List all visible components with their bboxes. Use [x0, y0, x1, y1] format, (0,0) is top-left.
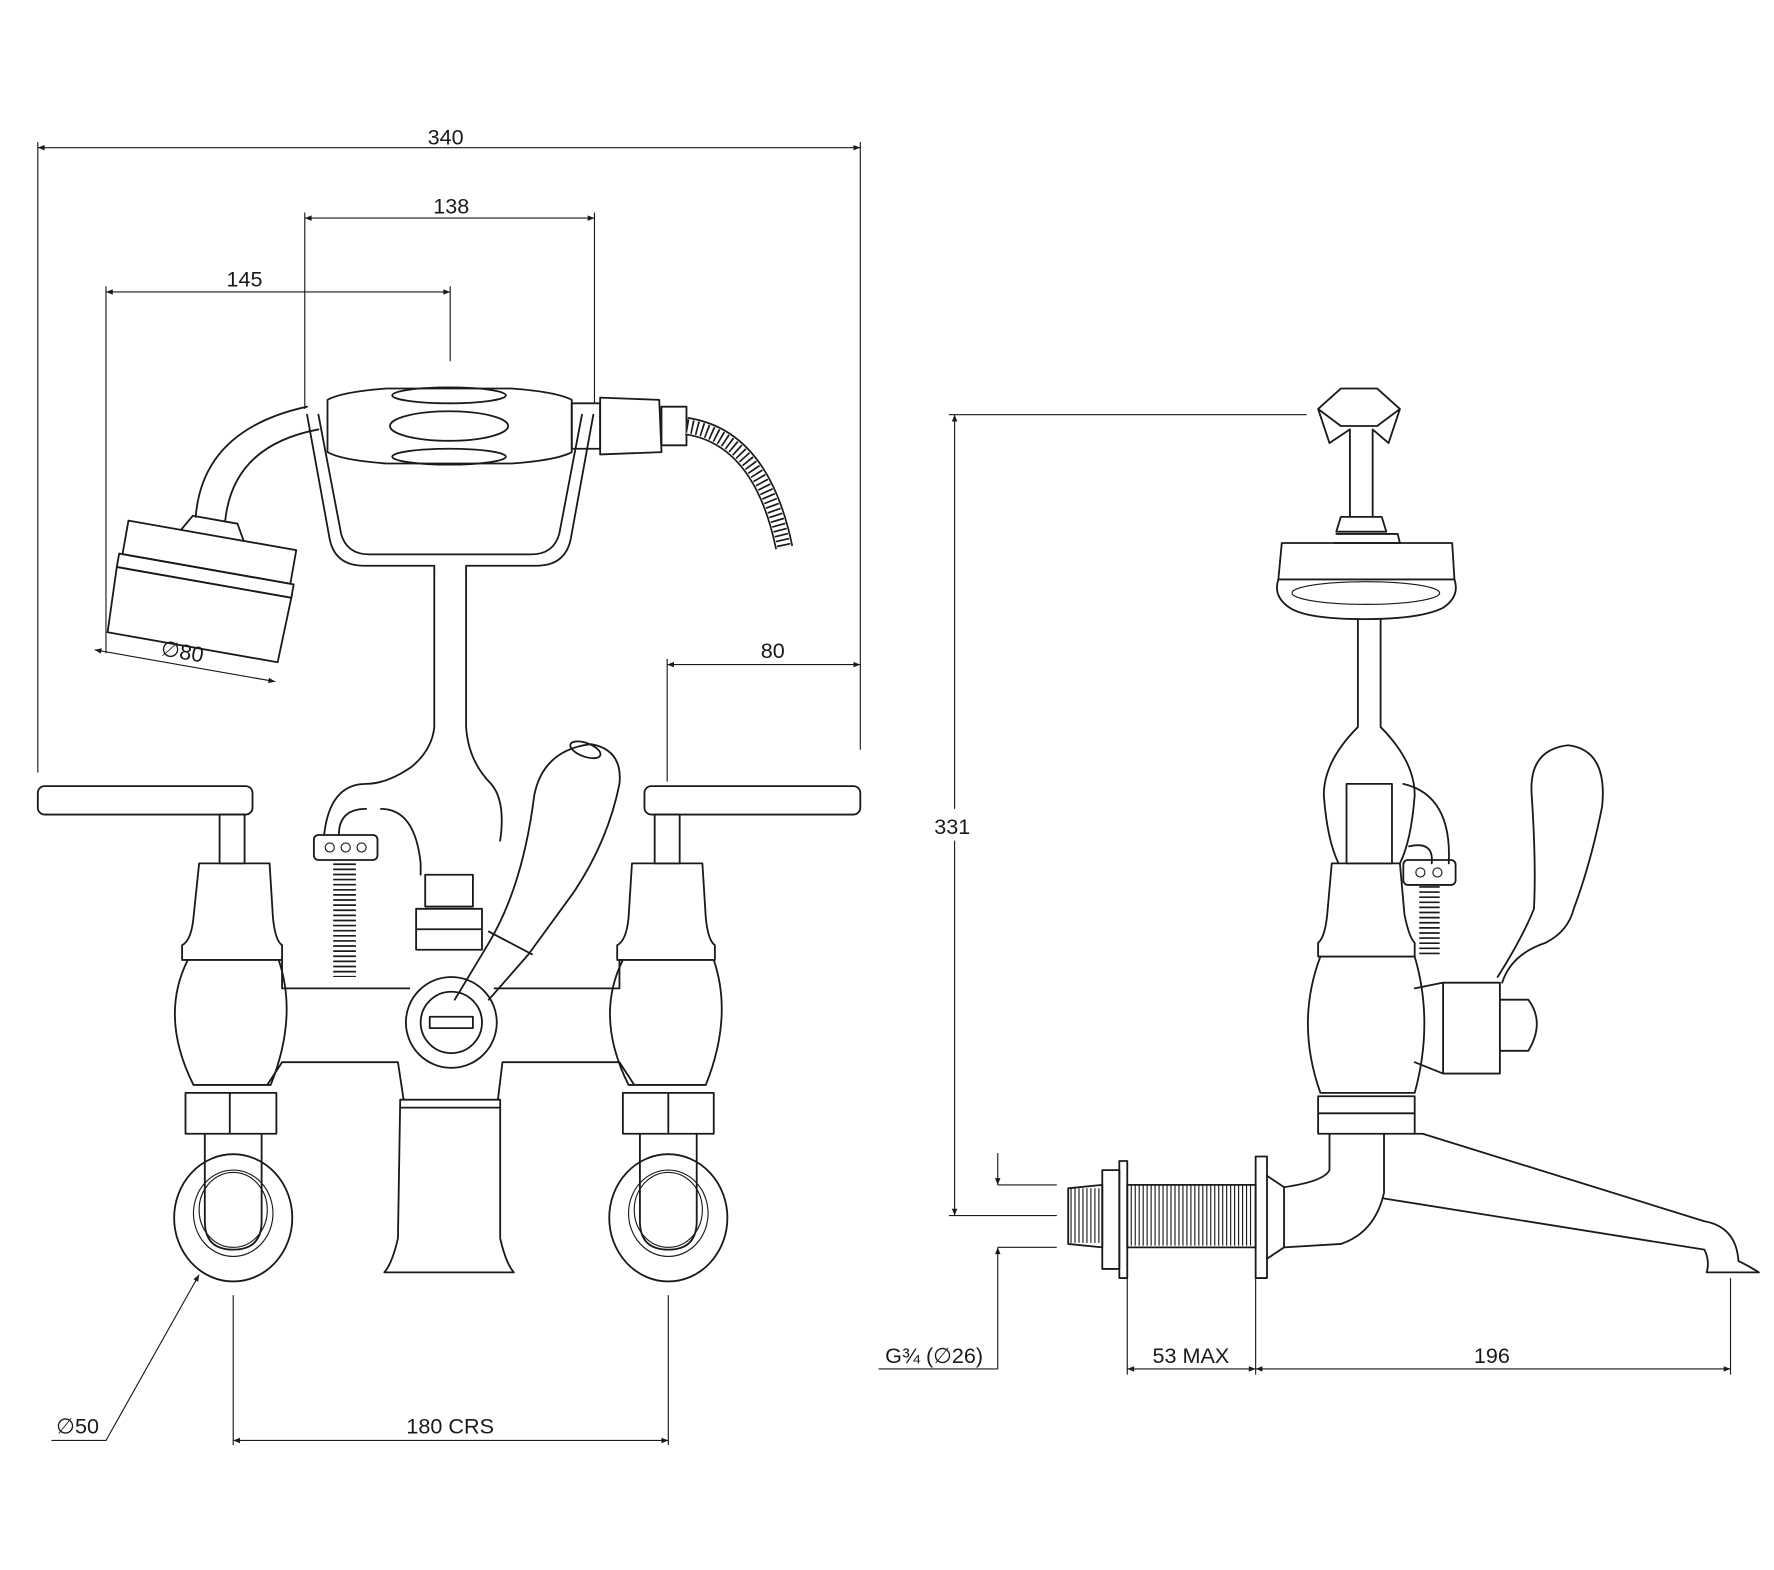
dimension-wall-depth: 53 MAX: [1126, 1278, 1257, 1375]
dim-label: 180 CRS: [406, 1414, 494, 1439]
dimension-lever-length: 80: [666, 638, 861, 782]
dimension-height: 331: [929, 414, 1307, 1217]
dim-label: 331: [934, 814, 970, 839]
riser-side: [1322, 618, 1416, 865]
side-view: 331 G¾ (∅26) 53 MAX 196: [878, 387, 1760, 1375]
dimension-flange-diameter: ∅50: [51, 1274, 200, 1442]
handset: [326, 386, 688, 466]
dimension-shower-head-diameter: ∅80: [94, 635, 276, 684]
dimension-cradle-width: 138: [304, 194, 596, 409]
dim-label: 138: [433, 194, 469, 219]
mixer-body: [266, 959, 636, 1101]
right-wall-flange: [608, 1153, 729, 1283]
spout: [383, 1098, 515, 1274]
dim-label: 340: [428, 124, 464, 149]
wall-bracket: [1317, 387, 1401, 518]
diverter-side[interactable]: [1413, 981, 1538, 1075]
front-view: 340 138 145 ∅80 80 180 CRS: [36, 124, 862, 1446]
diverter-lever[interactable]: [453, 743, 621, 1001]
dimension-spout-projection: 196: [1255, 1278, 1732, 1375]
shower-riser: [323, 572, 503, 876]
dim-label: 196: [1474, 1343, 1510, 1368]
diverter[interactable]: [404, 738, 621, 1069]
diverter-lever-side[interactable]: [1496, 744, 1604, 984]
dim-label: G¾ (∅26): [885, 1343, 983, 1368]
valve-body-side: [1317, 862, 1416, 958]
right-lever[interactable]: [643, 785, 862, 816]
dimension-overall-width: 340: [37, 124, 861, 773]
dim-label: 80: [761, 638, 785, 663]
dim-label: ∅50: [56, 1414, 99, 1439]
hose-connector: [312, 834, 379, 861]
dim-label: 145: [227, 266, 263, 291]
handset-cradle: [306, 413, 595, 575]
wall-inlet: [1067, 1155, 1285, 1279]
dimension-thread: G¾ (∅26): [878, 1153, 1057, 1370]
spout-side: [1283, 1132, 1760, 1274]
dim-label: 53 MAX: [1153, 1343, 1230, 1368]
shower-head: [106, 514, 298, 664]
left-lever[interactable]: [36, 785, 254, 816]
dimension-handset-offset: 145: [105, 266, 451, 654]
shower-arm: [194, 405, 320, 522]
dimension-centres: 180 CRS: [232, 1295, 669, 1446]
shower-head-side: [1276, 533, 1457, 621]
left-wall-flange: [173, 1153, 294, 1283]
left-valve: [36, 785, 294, 1283]
right-valve: [608, 785, 862, 1283]
hose: [684, 417, 794, 550]
